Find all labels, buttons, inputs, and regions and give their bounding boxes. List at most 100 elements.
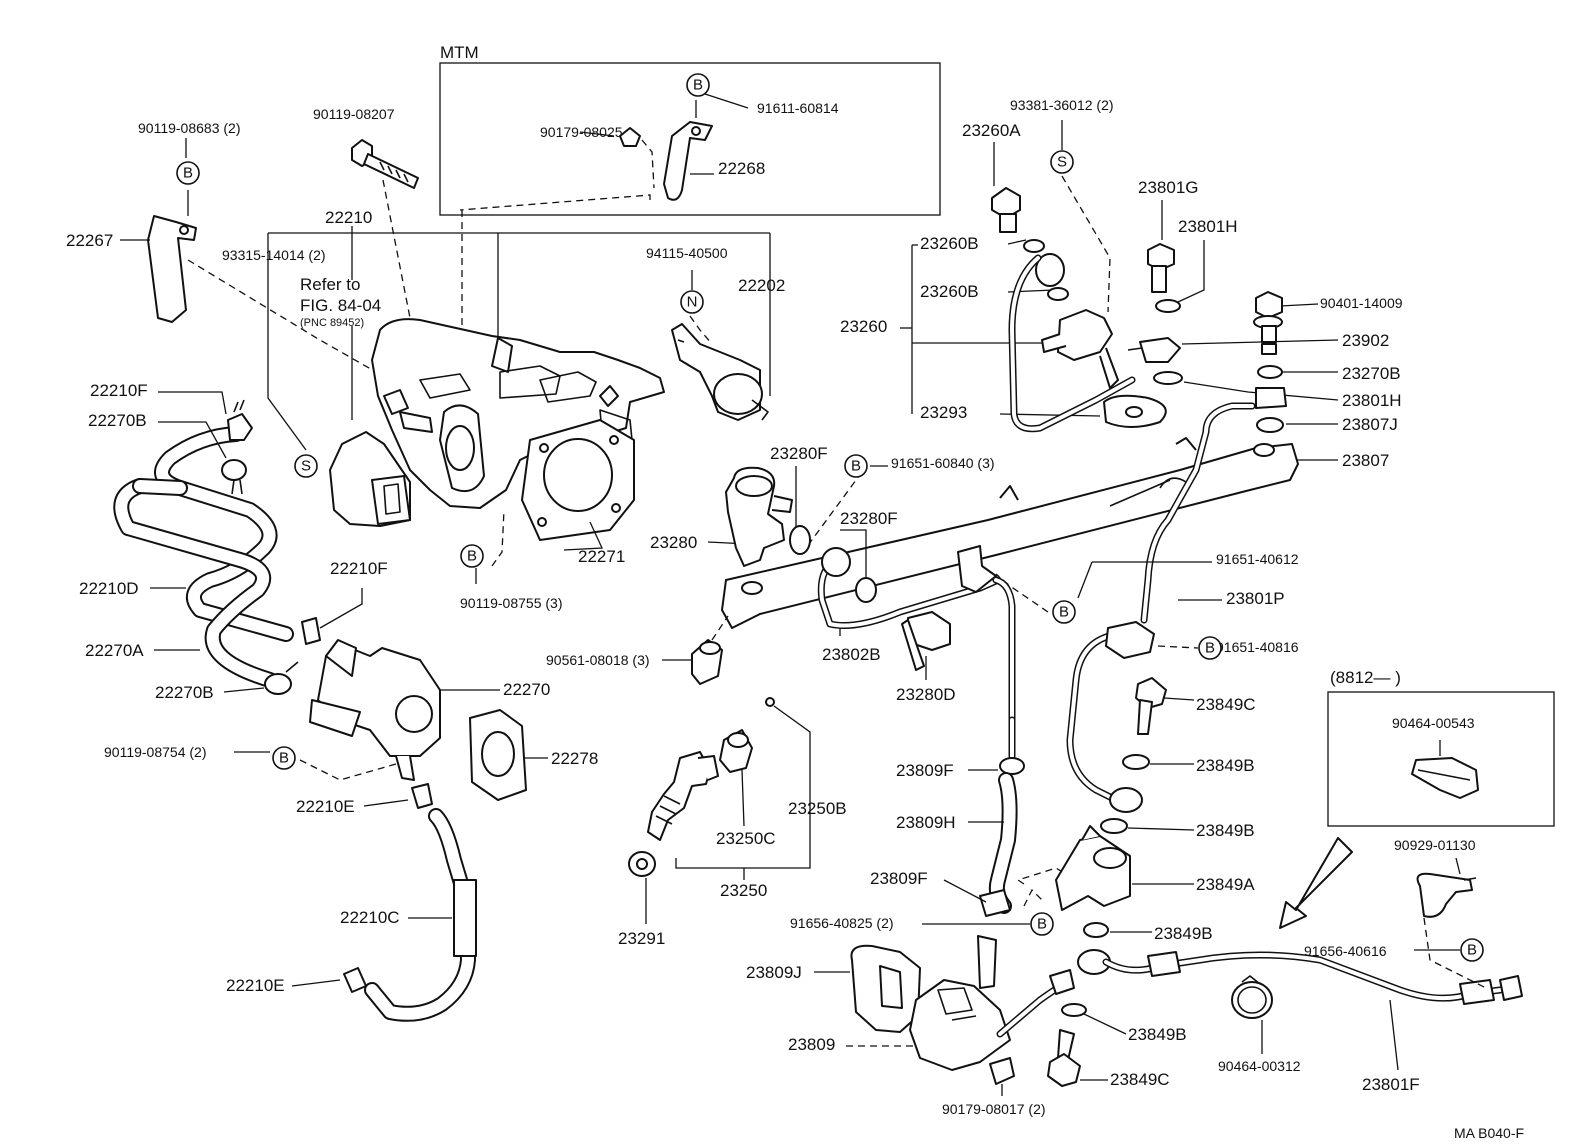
label-23260A: 23260A — [962, 121, 1021, 140]
svg-text:B: B — [1037, 916, 1047, 933]
label-94115-40500: 94115-40500 — [646, 245, 728, 261]
label-23280F-b: 23280F — [840, 509, 898, 528]
washer-23807J — [1256, 417, 1284, 433]
label-91611-60814: 91611-60814 — [757, 100, 839, 116]
banjo-23260 — [1035, 253, 1065, 287]
label-22210C: 22210C — [340, 908, 400, 927]
label-23807: 23807 — [1342, 451, 1389, 470]
marker-b-91656-40616: B — [1460, 938, 1484, 962]
leader-dash — [641, 139, 655, 189]
label-23809H: 23809H — [896, 813, 956, 832]
label-22210F-a: 22210F — [90, 381, 148, 400]
washer-23260B-b — [1047, 287, 1069, 301]
bolt-23849C-b — [1047, 1053, 1081, 1087]
label-22270: 22270 — [503, 680, 550, 699]
fuel-pump-23809 — [909, 979, 1011, 1071]
bracket-22268 — [663, 121, 713, 201]
label-90179-08017: 90179-08017 (2) — [942, 1101, 1046, 1117]
label-23849C-b: 23849C — [1110, 1070, 1170, 1089]
label-90119-08755: 90119-08755 (3) — [460, 595, 562, 611]
label-91651-40612: 91651-40612 — [1216, 551, 1299, 567]
label-23801G: 23801G — [1138, 178, 1199, 197]
label-pnc-ref: (PNC 89452) — [300, 317, 364, 329]
label-23260B-a: 23260B — [920, 234, 979, 253]
marker-b-91611: B — [686, 73, 710, 97]
marker-b-90119-08755: B — [460, 544, 484, 568]
washer-23801H-a — [1155, 299, 1181, 313]
washer-23849B-a — [1122, 754, 1150, 770]
label-8812: (8812— ) — [1330, 668, 1401, 687]
label-23849C-a: 23849C — [1196, 695, 1256, 714]
label-refer-to: Refer to — [300, 275, 360, 294]
marker-s-93315: S — [294, 454, 318, 478]
injector-23250 — [647, 751, 711, 841]
label-93315-14014: 93315-14014 (2) — [222, 247, 326, 263]
clamp-23809F-a — [999, 757, 1025, 775]
marker-b-90119-08754: B — [272, 746, 296, 770]
mtm-box — [439, 62, 941, 216]
label-23809F-b: 23809F — [870, 869, 928, 888]
hose-sleeve — [453, 879, 477, 957]
label-23801P: 23801P — [1226, 589, 1285, 608]
label-22271: 22271 — [578, 547, 625, 566]
vsv-23260 — [1057, 309, 1113, 361]
svg-text:B: B — [279, 750, 289, 767]
label-23902: 23902 — [1342, 331, 1389, 350]
svg-text:S: S — [1057, 154, 1067, 171]
bolt-23260A — [991, 187, 1021, 219]
svg-text:B: B — [851, 458, 861, 475]
marker-n-94115: N — [680, 290, 704, 314]
marker-s-93381: S — [1050, 150, 1074, 174]
label-22210F-b: 22210F — [330, 559, 388, 578]
label-23280F-a: 23280F — [770, 444, 828, 463]
label-23849B-a: 23849B — [1196, 756, 1255, 775]
label-23801H-b: 23801H — [1342, 391, 1402, 410]
svg-text:N: N — [687, 294, 698, 311]
clamp-22210F-a — [227, 413, 253, 441]
delivery-pipe-23807 — [725, 443, 1299, 615]
label-23802B: 23802B — [822, 645, 881, 664]
svg-text:B: B — [1059, 604, 1069, 621]
label-90119-08754: 90119-08754 (2) — [104, 744, 206, 760]
marker-b-91651-40612: B — [1052, 600, 1076, 624]
label-90561-08018: 90561-08018 (3) — [546, 652, 650, 668]
washer-23270B — [1257, 365, 1283, 379]
label-23291: 23291 — [618, 929, 665, 948]
label-91651-60840: 91651-60840 (3) — [891, 455, 995, 471]
ref-code: MA B040-F — [1454, 1125, 1524, 1141]
label-22270A: 22270A — [85, 641, 144, 660]
svg-text:B: B — [693, 77, 703, 94]
washer-23849B-b — [1100, 818, 1128, 834]
mtm-label: MTM — [440, 43, 479, 62]
label-90119-08207: 90119-08207 — [313, 106, 395, 122]
marker-b-91656-40825: B — [1030, 912, 1054, 936]
label-90929-01130: 90929-01130 — [1394, 837, 1476, 853]
label-22278: 22278 — [551, 749, 598, 768]
clamp-22270B-b — [264, 673, 292, 695]
washer-23849B-d — [1061, 1003, 1087, 1017]
label-22268: 22268 — [718, 159, 765, 178]
label-22270B-b: 22270B — [155, 683, 214, 702]
label-23809J: 23809J — [746, 963, 802, 982]
label-93381-36012: 93381-36012 (2) — [1010, 97, 1114, 113]
clamp-22210F-b — [301, 617, 321, 645]
label-23250C: 23250C — [716, 829, 776, 848]
label-23801F: 23801F — [1362, 1075, 1420, 1094]
svg-text:S: S — [301, 458, 311, 475]
label-90401-14009: 90401-14009 — [1320, 295, 1403, 311]
pulsation-damper-23849A — [1055, 835, 1131, 911]
label-23293: 23293 — [920, 403, 967, 422]
washer-23801H-b — [1255, 387, 1287, 409]
label-91656-40616: 91656-40616 — [1304, 943, 1387, 959]
svg-text:B: B — [183, 165, 193, 182]
inset-box — [1327, 691, 1555, 827]
svg-text:B: B — [467, 548, 477, 565]
bracket-22267 — [147, 215, 197, 323]
label-90464-00312: 90464-00312 — [1218, 1058, 1301, 1074]
svg-text:B: B — [1467, 942, 1477, 959]
label-23260B-b: 23260B — [920, 282, 979, 301]
label-23849B-d: 23849B — [1128, 1025, 1187, 1044]
label-23250: 23250 — [720, 881, 767, 900]
label-23809: 23809 — [788, 1035, 835, 1054]
